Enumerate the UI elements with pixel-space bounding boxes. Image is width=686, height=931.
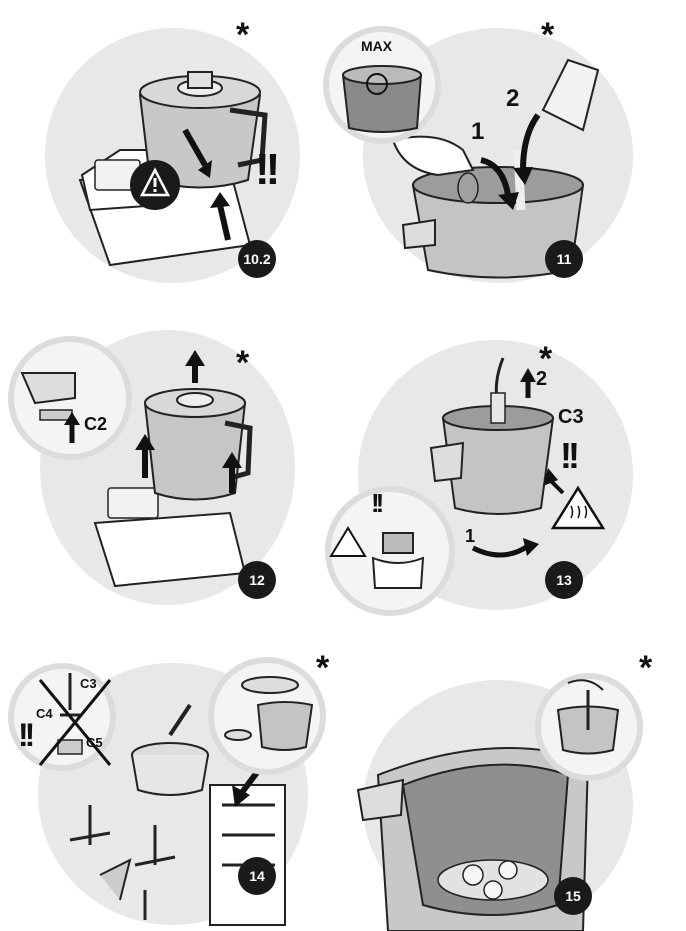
- label-c4: C4: [36, 706, 53, 721]
- appliance-illustration: [78, 71, 268, 267]
- asterisk-note: *: [539, 340, 553, 378]
- step-number-badge: 13: [545, 561, 583, 599]
- label-c2: C2: [84, 414, 108, 434]
- step-14: C3 C4 C5 !! * 14: [0, 635, 343, 931]
- warning-marks: !!: [255, 145, 280, 194]
- step-12: C2 * 12: [0, 318, 343, 618]
- crossed-parts-icon: [38, 673, 112, 766]
- handle-detail-icon: [20, 372, 80, 443]
- bowl-cleaning-illustration: [356, 747, 590, 931]
- blade-removal-illustration: [429, 357, 606, 558]
- not-dishwasher-safe-inset: [8, 663, 116, 771]
- label-c3: C3: [558, 406, 584, 428]
- arrow-1-label: 1: [465, 526, 476, 546]
- label-c3: C3: [80, 676, 97, 691]
- bowl-removal-illustration: [93, 350, 253, 588]
- step-number-badge: 11: [545, 240, 583, 278]
- step-number-badge: 12: [238, 561, 276, 599]
- asterisk-note: *: [639, 649, 653, 687]
- arrow-2-label: 2: [536, 368, 548, 390]
- blade-handling-icon: [556, 679, 620, 755]
- arrow-2-label: 2: [506, 85, 520, 112]
- step-13: 2 C3 !! 1 !! * 13: [325, 318, 686, 618]
- hot-blade-detail-icon: [329, 526, 425, 589]
- step-number-badge: 10.2: [238, 240, 276, 278]
- step-10-2: !! * 10.2: [0, 0, 343, 310]
- bowl-parts-icon: [224, 676, 314, 751]
- warning-marks: !!: [18, 717, 35, 753]
- step-number-badge: 15: [554, 877, 592, 915]
- step-11: 1 2 MAX * 11: [323, 0, 686, 310]
- inset-warning-marks: !!: [371, 488, 384, 518]
- asterisk-note: *: [236, 344, 250, 382]
- asterisk-note: *: [541, 16, 555, 54]
- warning-marks: !!: [560, 435, 580, 476]
- label-c5: C5: [86, 735, 103, 750]
- arrow-1-label: 1: [471, 118, 485, 145]
- bowl-filling-illustration: [391, 58, 600, 279]
- step-number-badge: 14: [238, 857, 276, 895]
- max-label: MAX: [361, 38, 393, 54]
- step-15: * 15: [343, 635, 686, 931]
- asterisk-note: *: [316, 649, 330, 687]
- asterisk-note: *: [236, 16, 250, 54]
- max-level-bowl-icon: [341, 65, 423, 133]
- dishwasher-illustration: [69, 703, 286, 926]
